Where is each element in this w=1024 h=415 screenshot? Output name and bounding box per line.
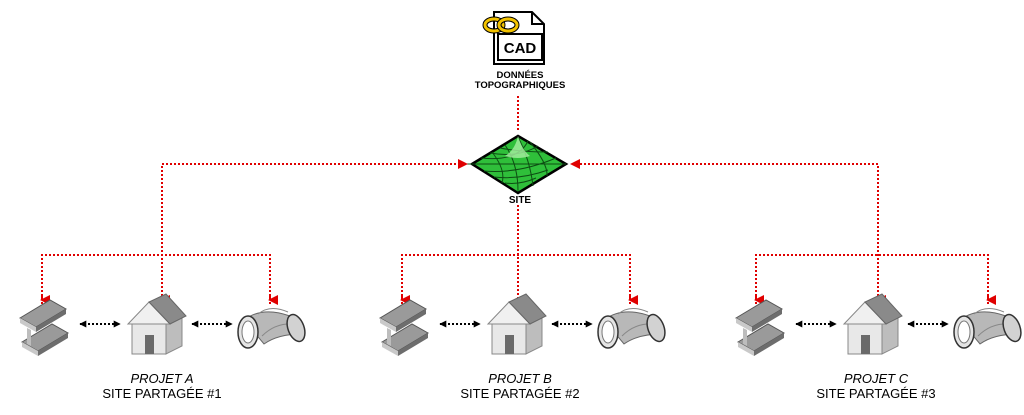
project-c-site: SITE PARTAGÉE #3 bbox=[816, 386, 936, 401]
house-icon bbox=[486, 293, 547, 355]
steel-beam-icon bbox=[379, 299, 429, 356]
project-branch-connectors bbox=[40, 254, 996, 305]
steel-beam-icon bbox=[735, 299, 785, 356]
chain-link-icon bbox=[482, 16, 520, 34]
project-b-icons bbox=[379, 293, 666, 356]
duct-elbow-icon bbox=[953, 308, 1022, 349]
project-a-caption: PROJET A SITE PARTAGÉE #1 bbox=[52, 371, 272, 401]
cad-label-line2: TOPOGRAPHIQUES bbox=[474, 80, 566, 91]
project-a-icons bbox=[19, 293, 306, 356]
terrain-mesh-icon bbox=[462, 134, 569, 195]
project-a-name: PROJET A bbox=[130, 371, 194, 386]
project-b-site: SITE PARTAGÉE #2 bbox=[460, 386, 580, 401]
cad-label-line1: DONNÉES bbox=[496, 70, 544, 81]
project-c-icons bbox=[735, 293, 1022, 356]
cad-badge-text: CAD bbox=[504, 40, 537, 57]
steel-beam-icon bbox=[19, 299, 69, 356]
house-icon bbox=[842, 293, 903, 355]
duct-elbow-icon bbox=[597, 308, 666, 349]
cad-data-label: DONNÉES TOPOGRAPHIQUES bbox=[452, 71, 588, 91]
project-a-site: SITE PARTAGÉE #1 bbox=[102, 386, 222, 401]
project-b-name: PROJET B bbox=[488, 371, 552, 386]
project-b-caption: PROJET B SITE PARTAGÉE #2 bbox=[410, 371, 630, 401]
house-icon bbox=[126, 293, 187, 355]
site-label: SITE bbox=[508, 195, 532, 206]
project-c-name: PROJET C bbox=[843, 371, 909, 386]
project-c-caption: PROJET C SITE PARTAGÉE #3 bbox=[766, 371, 986, 401]
duct-elbow-icon bbox=[237, 308, 306, 349]
cad-file-icon: CAD bbox=[482, 11, 545, 65]
